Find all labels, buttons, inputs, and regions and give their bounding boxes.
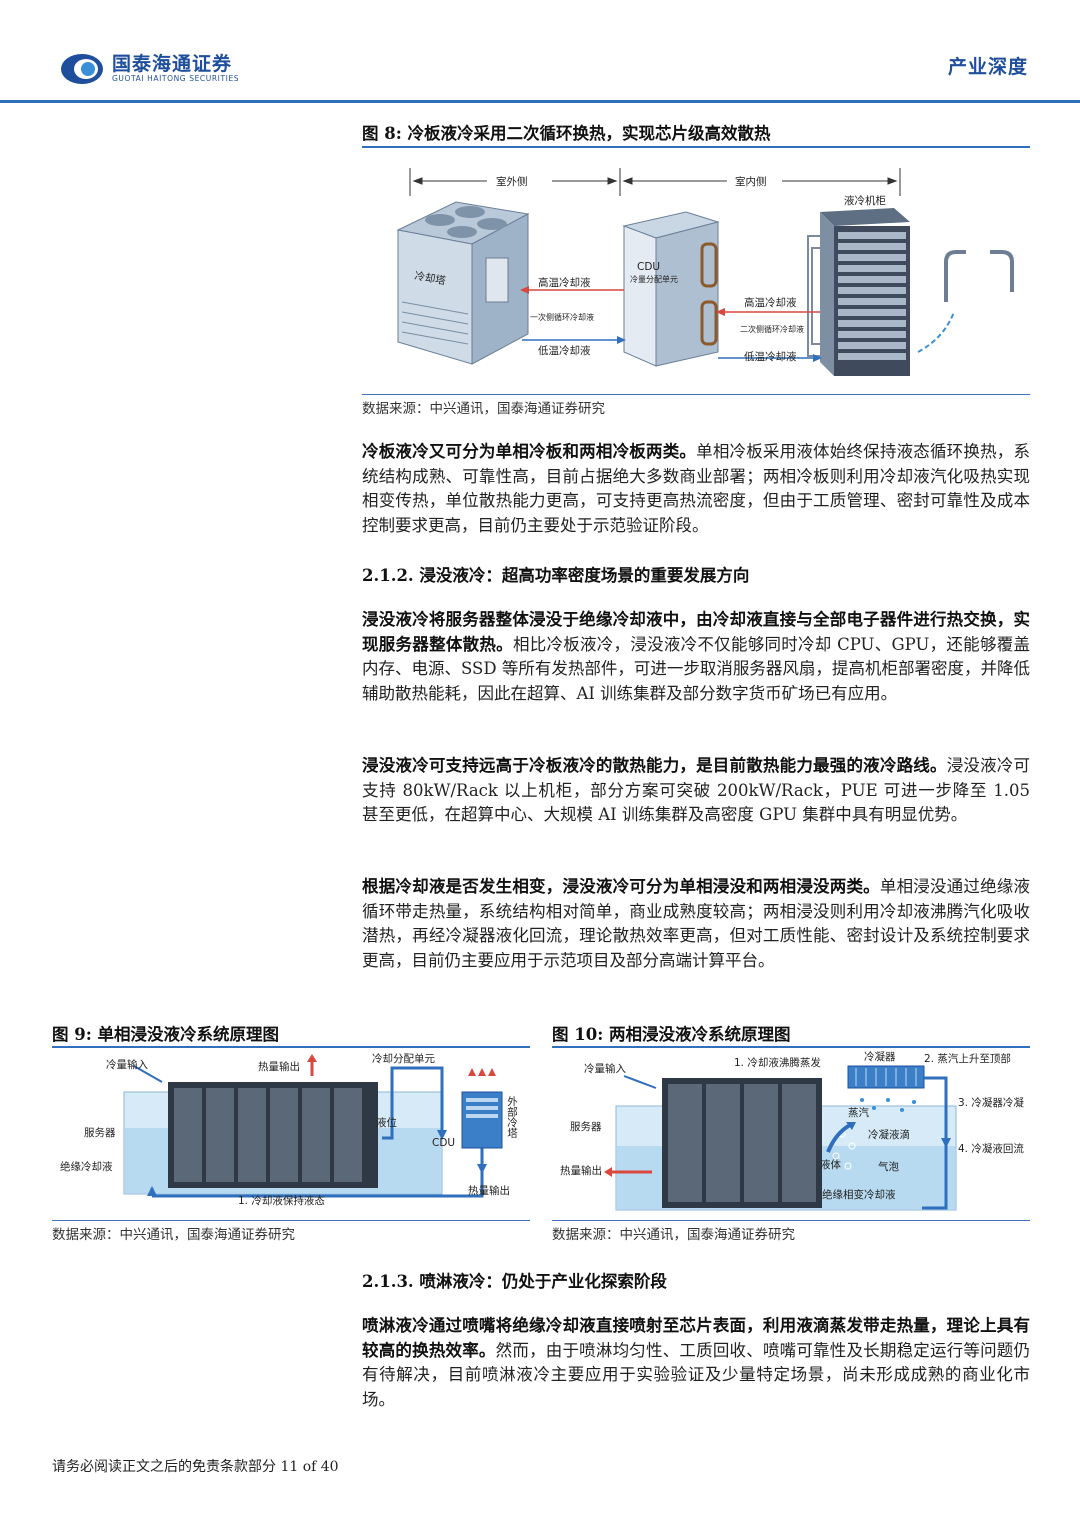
page-header: 国泰海通证券 GUOTAI HAITONG SECURITIES 产业深度 — [0, 0, 1080, 104]
logo-chinese-name: 国泰海通证券 — [112, 53, 233, 75]
insulating-coolant-label: 绝缘冷却液 — [60, 1160, 113, 1173]
phase-change-coolant-label: 绝缘相变冷却液 — [822, 1188, 896, 1201]
server-label-fig10: 服务器 — [570, 1120, 602, 1133]
hot-coolant-label-1: 高温冷却液 — [538, 276, 591, 289]
paragraph-body: 相比冷板液冷，浸没液冷不仅能够同时冷却 CPU、GPU，还能够覆盖内存、电源、S… — [362, 634, 1030, 703]
external-tower-label: 外部冷塔 — [506, 1096, 518, 1139]
logo-english-name: GUOTAI HAITONG SECURITIES — [112, 74, 240, 83]
droplet-label: 冷凝液滴 — [868, 1128, 910, 1141]
paragraph-spray-cooling: 喷淋液冷通过喷嘴将绝缘冷却液直接喷射至芯片表面，利用液滴蒸发带走热量，理论上具有… — [362, 1314, 1030, 1412]
company-logo: 国泰海通证券 GUOTAI HAITONG SECURITIES — [60, 52, 239, 86]
bubble-label: 气泡 — [878, 1160, 899, 1173]
boiling-label: 1. 冷却液沸腾蒸发 — [734, 1056, 821, 1069]
logo-mark-icon — [61, 54, 103, 84]
paragraph-immersion-intro: 浸没液冷将服务器整体浸没于绝缘冷却液中，由冷却液直接与全部电子器件进行热交换，实… — [362, 608, 1030, 706]
server-label: 服务器 — [84, 1126, 116, 1139]
figure-10-title: 图 10: 两相浸没液冷系统原理图 — [552, 1025, 791, 1044]
condenser-icon — [847, 1065, 925, 1089]
paragraph-body: 浸没液冷可支持 80kW/Rack 以上机柜，部分方案可突破 200kW/Rac… — [362, 756, 1031, 825]
cdu-sub-label: 冷量分配单元 — [630, 274, 678, 284]
server-block-icon — [168, 1082, 378, 1188]
figure-10-rule — [552, 1046, 1030, 1048]
cooling-tower-icon — [396, 201, 530, 365]
paragraph-lead: 浸没液冷可支持远高于冷板液冷的散热能力，是目前散热能力最强的液冷路线。 — [362, 756, 947, 775]
liquid-cooled-rack-icon — [807, 208, 910, 376]
external-cooling-tower-icon — [461, 1068, 503, 1149]
section-heading-2-1-2: 2.1.2. 浸没液冷：超高功率密度场景的重要发展方向 — [362, 566, 750, 585]
pipe-connector-icon — [944, 250, 1014, 302]
figure-8-title: 图 8: 冷板液冷采用二次循环换热，实现芯片级高效散热 — [362, 124, 771, 143]
secondary-loop-label: 二次侧循环冷却液 — [740, 324, 804, 334]
primary-loop-label: 一次侧循环冷却液 — [530, 312, 594, 322]
cdu-unit-label: 冷却分配单元 — [372, 1052, 435, 1065]
hot-coolant-label-2: 高温冷却液 — [744, 296, 797, 309]
condensation-label: 3. 冷凝器冷凝 — [958, 1096, 1024, 1109]
paragraph-body: 单相冷板采用液体始终保持液态循环换热，系统结构成熟、可靠性高，目前占据绝大多数商… — [362, 442, 1031, 535]
figure-9-bottom-rule — [52, 1220, 530, 1221]
liquid-level-label: 液位 — [376, 1116, 397, 1129]
paragraph-body: 单相浸没通过绝缘液循环带走热量，系统结构相对简单，商业成熟度较高；两相浸没则利用… — [362, 877, 1031, 970]
cooling-tower-label: 冷却塔 — [413, 269, 447, 287]
paragraph-lead: 根据冷却液是否发生相变，浸没液冷可分为单相浸没和两相浸没两类。 — [362, 877, 880, 896]
figure-8-rule — [362, 146, 1030, 148]
figure-10-diagram: 冷量输入 1. 冷却液沸腾蒸发 冷凝器 2. 蒸汽上升至顶部 3. 冷凝器冷凝 … — [560, 1050, 1024, 1211]
liquid-label: 液体 — [820, 1158, 841, 1171]
cold-input-label-fig10: 冷量输入 — [584, 1062, 626, 1075]
paragraph-immersion-capacity: 浸没液冷可支持远高于冷板液冷的散热能力，是目前散热能力最强的液冷路线。浸没液冷可… — [362, 754, 1030, 828]
outdoor-label: 室外侧 — [496, 175, 528, 188]
figure-9-diagram: 冷量输入 热量输出 冷却分配单元 外部冷塔 服务器 液位 CDU 绝缘冷却液 热… — [60, 1052, 518, 1207]
cdu-cabinet-icon — [622, 211, 720, 367]
figure-9-source: 数据来源：中兴通讯，国泰海通证券研究 — [52, 1227, 295, 1243]
section-label: 产业深度 — [947, 56, 1028, 78]
header-rule — [0, 100, 1080, 103]
condenser-label: 冷凝器 — [864, 1050, 896, 1063]
figure-10-source: 数据来源：中兴通讯，国泰海通证券研究 — [552, 1227, 795, 1243]
paragraph-lead: 喷淋液冷通过喷嘴将绝缘冷却液直接喷射至芯片表面，利用液滴蒸发带走热量，理论上具有… — [362, 1316, 1030, 1360]
vapor-label: 蒸汽 — [848, 1106, 869, 1119]
liquid-state-label: 1. 冷却液保持液态 — [238, 1194, 325, 1207]
indoor-label: 室内侧 — [735, 175, 767, 188]
heat-output-top-label: 热量输出 — [258, 1060, 300, 1073]
cdu-label-fig9: CDU — [432, 1137, 455, 1149]
section-heading-2-1-3: 2.1.3. 喷淋液冷：仍处于产业化探索阶段 — [362, 1272, 667, 1291]
cold-input-label: 冷量输入 — [106, 1058, 148, 1071]
paragraph-body: 然而，由于喷淋均匀性、工质回收、喷嘴可靠性及长期稳定运行等问题仍有待解决，目前喷… — [362, 1340, 1031, 1409]
heat-output-label: 热量输出 — [468, 1184, 510, 1197]
figure-9-title: 图 9: 单相浸没液冷系统原理图 — [52, 1025, 280, 1044]
rack-label: 液冷机柜 — [844, 194, 886, 207]
paragraph-lead: 冷板液冷又可分为单相冷板和两相冷板两类。 — [362, 442, 697, 461]
cold-coolant-label-2: 低温冷却液 — [744, 350, 797, 363]
figure-10-bottom-rule — [552, 1220, 1030, 1221]
vapor-rise-label: 2. 蒸汽上升至顶部 — [924, 1052, 1011, 1065]
paragraph-immersion-types: 根据冷却液是否发生相变，浸没液冷可分为单相浸没和两相浸没两类。单相浸没通过绝缘液… — [362, 875, 1030, 973]
cdu-label: CDU — [637, 261, 660, 273]
paragraph-cold-plate-types: 冷板液冷又可分为单相冷板和两相冷板两类。单相冷板采用液体始终保持液态循环换热，系… — [362, 440, 1030, 538]
figure-8-bottom-rule — [362, 394, 1030, 395]
reflow-label: 4. 冷凝液回流 — [958, 1142, 1024, 1155]
figure-9-rule — [52, 1046, 530, 1048]
figure-8-diagram: 室外侧 室内侧 液冷机柜 冷却塔 CDU 冷量分配单元 — [396, 168, 1014, 376]
server-block-icon — [662, 1078, 822, 1208]
heat-output-label-fig10: 热量输出 — [560, 1164, 602, 1177]
page-footer: 请务必阅读正文之后的免责条款部分 11 of 40 — [52, 1459, 339, 1475]
figure-8-source: 数据来源：中兴通讯，国泰海通证券研究 — [362, 401, 605, 417]
cold-coolant-label-1: 低温冷却液 — [538, 344, 591, 357]
paragraph-lead: 浸没液冷将服务器整体浸没于绝缘冷却液中，由冷却液直接与全部电子器件进行热交换，实… — [362, 610, 1030, 654]
